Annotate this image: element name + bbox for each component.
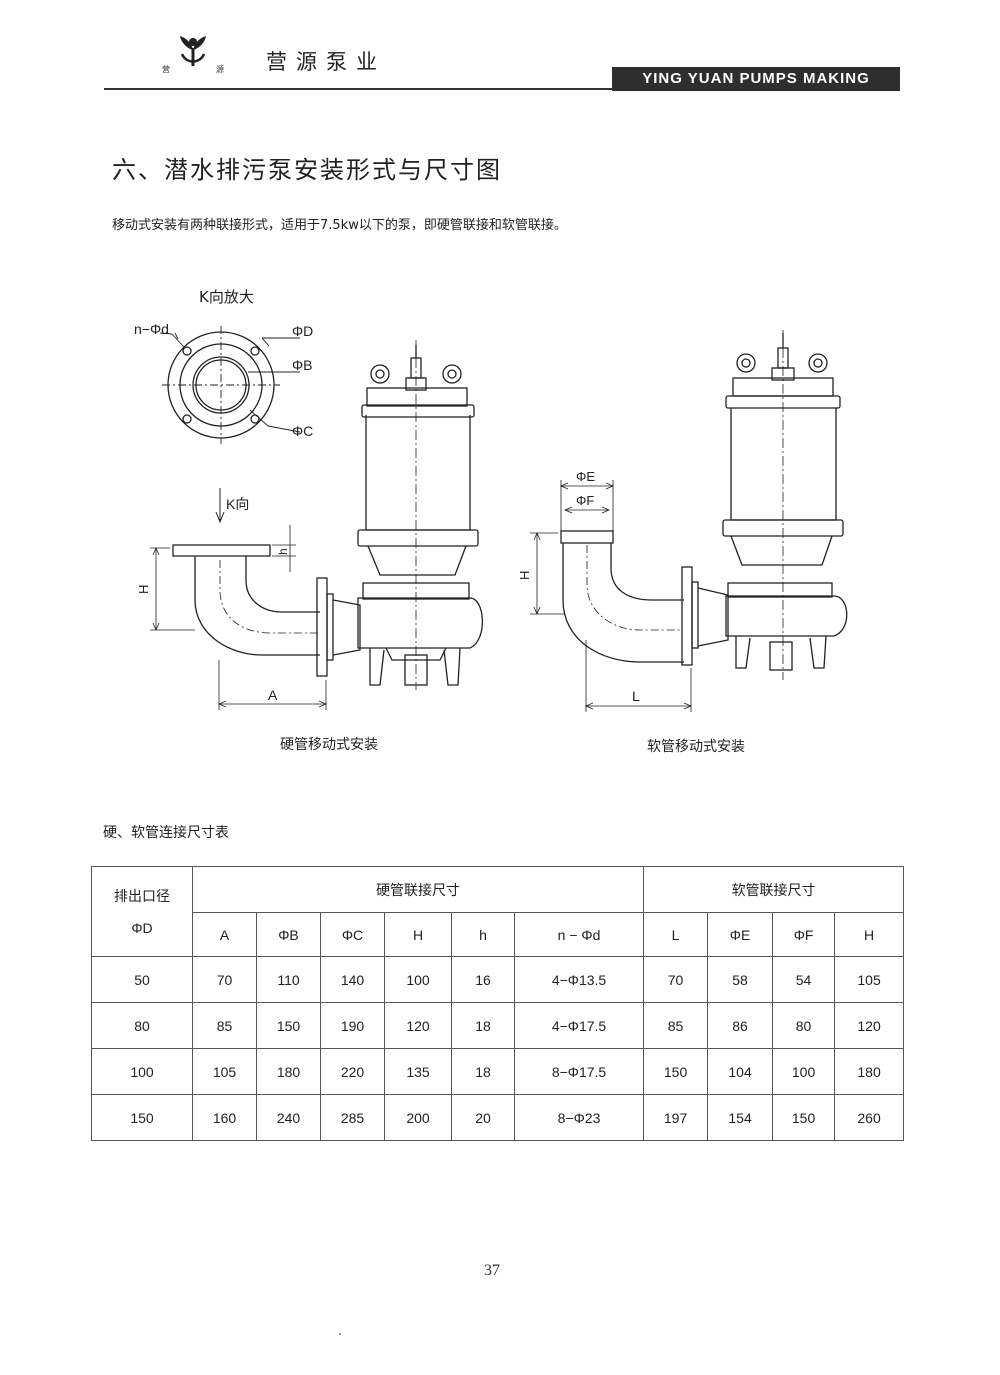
flange-label-nd: n−Φd bbox=[134, 321, 169, 337]
outlet-header-label: 排出口径 bbox=[114, 887, 170, 904]
table-cell: 140 bbox=[320, 956, 385, 1003]
table-cell: 180 bbox=[256, 1048, 321, 1095]
table-cell: 260 bbox=[834, 1094, 905, 1141]
table-cell: 220 bbox=[320, 1048, 385, 1095]
table-cell: 150 bbox=[772, 1094, 836, 1141]
column-header: ΦC bbox=[320, 912, 385, 957]
column-header: A bbox=[192, 912, 257, 957]
rigid-dim-h: h bbox=[276, 548, 290, 555]
table-cell: 58 bbox=[707, 956, 774, 1003]
table-cell: 285 bbox=[320, 1094, 385, 1141]
outlet-diameter-header: 排出口径 ΦD bbox=[91, 866, 193, 957]
installation-drawings: n−Φd ΦD ΦB ΦC bbox=[134, 321, 848, 712]
table-cell: 154 bbox=[707, 1094, 774, 1141]
table-cell: 70 bbox=[192, 956, 257, 1003]
flange-view bbox=[159, 326, 301, 444]
table-cell: 85 bbox=[643, 1002, 709, 1049]
flange-view-title: K向放大 bbox=[199, 288, 254, 306]
table-cell: 200 bbox=[384, 1094, 452, 1141]
table-cell: 70 bbox=[643, 956, 709, 1003]
soft-dim-E: ΦE bbox=[576, 469, 595, 484]
flange-label-D: ΦD bbox=[292, 323, 313, 339]
column-header: L bbox=[643, 912, 709, 957]
page-number: 37 bbox=[484, 1262, 500, 1279]
header-rule bbox=[104, 88, 612, 90]
outlet-header-symbol: ΦD bbox=[131, 919, 153, 936]
column-header: ΦB bbox=[256, 912, 321, 957]
table-cell: 8−Φ17.5 bbox=[513, 1048, 645, 1095]
table-row: 100 105 180 220 135 18 8−Φ17.5 150 104 1… bbox=[91, 1048, 905, 1095]
table-cell: 80 bbox=[772, 1002, 836, 1049]
table-cell: 150 bbox=[643, 1048, 709, 1095]
k-direction-label: K向 bbox=[226, 496, 249, 512]
scan-speck bbox=[339, 1333, 341, 1335]
rigid-dim-H: H bbox=[136, 585, 151, 594]
table-cell: 150 bbox=[256, 1002, 321, 1049]
table-cell: 100 bbox=[91, 1048, 193, 1095]
table-cell: 18 bbox=[451, 1002, 515, 1049]
table-cell: 50 bbox=[91, 956, 193, 1003]
column-header: h bbox=[451, 912, 515, 957]
table-title: 硬、软管连接尺寸表 bbox=[103, 825, 229, 841]
soft-dim-L: L bbox=[632, 688, 640, 704]
column-header: ΦE bbox=[707, 912, 774, 957]
table-cell: 110 bbox=[256, 956, 321, 1003]
column-header: n − Φd bbox=[513, 912, 645, 957]
column-header: H bbox=[834, 912, 905, 957]
logo-mark-right: 源 bbox=[216, 65, 224, 74]
table-cell: 100 bbox=[772, 1048, 836, 1095]
intro-text: 移动式安装有两种联接形式，适用于7.5kw以下的泵，即硬管联接和软管联接。 bbox=[112, 218, 567, 233]
soft-group-header: 软管联接尺寸 bbox=[643, 866, 905, 913]
table-cell: 190 bbox=[320, 1002, 385, 1049]
table-cell: 8−Φ23 bbox=[513, 1094, 645, 1141]
table-cell: 135 bbox=[384, 1048, 452, 1095]
table-cell: 16 bbox=[451, 956, 515, 1003]
table-cell: 4−Φ13.5 bbox=[513, 956, 645, 1003]
table-cell: 20 bbox=[451, 1094, 515, 1141]
table-cell: 86 bbox=[707, 1002, 774, 1049]
soft-dim-H: H bbox=[517, 571, 532, 580]
table-row: 150 160 240 285 200 20 8−Φ23 197 154 150… bbox=[91, 1094, 905, 1141]
soft-installation-caption: 软管移动式安装 bbox=[647, 739, 745, 755]
table-cell: 160 bbox=[192, 1094, 257, 1141]
table-cell: 104 bbox=[707, 1048, 774, 1095]
company-name: 营源泵业 bbox=[266, 50, 386, 74]
table-cell: 120 bbox=[834, 1002, 905, 1049]
table-cell: 240 bbox=[256, 1094, 321, 1141]
table-cell: 105 bbox=[192, 1048, 257, 1095]
rigid-installation-drawing bbox=[150, 340, 483, 710]
table-cell: 150 bbox=[91, 1094, 193, 1141]
dimension-table: 排出口径 ΦD 硬管联接尺寸 软管联接尺寸 A ΦB ΦC H h n − Φd… bbox=[91, 866, 905, 1141]
table-cell: 54 bbox=[772, 956, 836, 1003]
table-cell: 105 bbox=[834, 956, 905, 1003]
rigid-group-header: 硬管联接尺寸 bbox=[191, 866, 645, 913]
table-cell: 4−Φ17.5 bbox=[513, 1002, 645, 1049]
table-cell: 85 bbox=[192, 1002, 257, 1049]
rigid-installation-caption: 硬管移动式安装 bbox=[280, 737, 378, 753]
table-cell: 80 bbox=[91, 1002, 193, 1049]
flange-label-C: ΦC bbox=[292, 423, 313, 439]
table-cell: 100 bbox=[384, 956, 452, 1003]
table-cell: 180 bbox=[834, 1048, 905, 1095]
brand-banner: YING YUAN PUMPS MAKING bbox=[612, 67, 900, 91]
soft-dim-F: ΦF bbox=[576, 493, 594, 508]
column-header: H bbox=[384, 912, 452, 957]
table-cell: 18 bbox=[451, 1048, 515, 1095]
rigid-dim-A: A bbox=[268, 687, 278, 703]
section-title: 六、潜水排污泵安装形式与尺寸图 bbox=[112, 156, 502, 184]
table-row: 50 70 110 140 100 16 4−Φ13.5 70 58 54 10… bbox=[91, 956, 905, 1003]
table-row: 80 85 150 190 120 18 4−Φ17.5 85 86 80 12… bbox=[91, 1002, 905, 1049]
company-logo bbox=[180, 36, 206, 66]
column-header: ΦF bbox=[772, 912, 836, 957]
table-cell: 120 bbox=[384, 1002, 452, 1049]
soft-installation-drawing bbox=[530, 330, 848, 712]
logo-mark-left: 营 bbox=[162, 65, 170, 74]
table-cell: 197 bbox=[643, 1094, 709, 1141]
flange-label-B: ΦB bbox=[292, 357, 313, 373]
